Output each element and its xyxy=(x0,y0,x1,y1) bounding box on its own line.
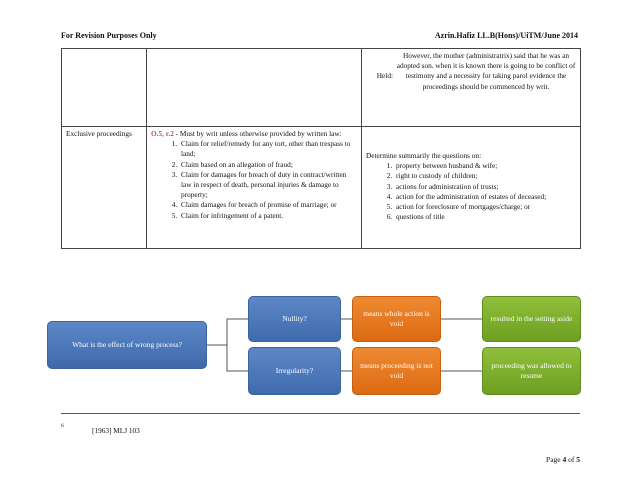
footnote-divider xyxy=(61,413,580,414)
table-cell-empty-2 xyxy=(146,48,362,127)
nullity-result-box: resulted in the setting aside xyxy=(482,296,581,342)
exclusive-proceedings-label: Exclusive proceedings xyxy=(66,129,132,138)
list-item: right to custody of children; xyxy=(394,171,576,181)
table-cell-summary-questions: Determine summarily the questions on: pr… xyxy=(361,126,581,249)
table-cell-writ-rules: O.5, r.2 - Must by writ unless otherwise… xyxy=(146,126,362,249)
root-label: What is the effect of wrong process? xyxy=(72,340,182,349)
irregularity-result-box: proceeding was allowed to resume xyxy=(482,347,581,395)
page-current: 4 xyxy=(562,455,567,464)
page-prefix: Page xyxy=(546,455,563,464)
irregularity-box: Irregularity? xyxy=(248,347,341,395)
list-item: actions for administration of trusts; xyxy=(394,182,576,192)
notes-table: Held: However, the mother (administratri… xyxy=(61,48,581,249)
page-middle: of xyxy=(566,455,577,464)
page-total: 5 xyxy=(576,455,580,464)
held-label: Held: xyxy=(376,71,393,80)
order-reference: O.5, r.2 xyxy=(151,129,174,138)
nullity-meaning-box: means whole action is void xyxy=(352,296,441,342)
list-item: action for foreclosure of mortgages/char… xyxy=(394,202,576,212)
nullity-meaning-label: means whole action is void xyxy=(363,309,430,328)
list-item: property between husband & wife; xyxy=(394,161,576,171)
page-number: Page 4 of 5 xyxy=(546,455,580,464)
table-row: Exclusive proceedings O.5, r.2 - Must by… xyxy=(61,126,581,249)
list-item: questions of title xyxy=(394,212,576,222)
writ-claims-list: Claim for relief/remedy for any tort, ot… xyxy=(165,139,357,221)
list-item: Claim for damages for breach of duty in … xyxy=(179,170,357,201)
table-cell-held: Held: However, the mother (administratri… xyxy=(361,48,581,127)
list-item: Claim damages for breach of promise of m… xyxy=(179,200,357,210)
footnote-marker: 6 xyxy=(61,423,64,429)
list-item: action for the administration of estates… xyxy=(394,192,576,202)
header-left-text: For Revision Purposes Only xyxy=(61,31,157,40)
irregularity-meaning-label: means proceeding is not void xyxy=(360,361,433,380)
footnote-text: [1963] MLJ 103 xyxy=(92,426,140,435)
summary-questions-list: property between husband & wife; right t… xyxy=(380,161,576,222)
nullity-box: Nullity? xyxy=(248,296,341,342)
effect-of-wrong-process-box: What is the effect of wrong process? xyxy=(47,321,207,369)
irregularity-label: Irregularity? xyxy=(275,366,314,375)
held-text: However, the mother (administratrix) sai… xyxy=(396,51,576,91)
nullity-label: Nullity? xyxy=(282,314,307,323)
summary-intro: Determine summarily the questions on: xyxy=(366,151,482,160)
list-item: Claim based on an allegation of fraud; xyxy=(179,160,357,170)
table-cell-empty-1 xyxy=(61,48,147,127)
writ-intro-text: - Must by writ unless otherwise provided… xyxy=(173,129,342,138)
header-right-text: Azrin.Hafiz LL.B(Hons)/UiTM/June 2014 xyxy=(434,31,578,40)
list-item: Claim for relief/remedy for any tort, ot… xyxy=(179,139,357,159)
connector-root-irregularity xyxy=(207,344,248,372)
irregularity-result-label: proceeding was allowed to resume xyxy=(491,361,572,380)
writ-intro: O.5, r.2 - Must by writ unless otherwise… xyxy=(151,129,357,139)
table-row: Held: However, the mother (administratri… xyxy=(61,48,581,127)
irregularity-meaning-box: means proceeding is not void xyxy=(352,347,441,395)
list-item: Claim for infringement of a patent. xyxy=(179,211,357,221)
connector-root-nullity xyxy=(207,318,248,346)
nullity-result-label: resulted in the setting aside xyxy=(490,314,573,323)
table-cell-heading: Exclusive proceedings xyxy=(61,126,147,249)
